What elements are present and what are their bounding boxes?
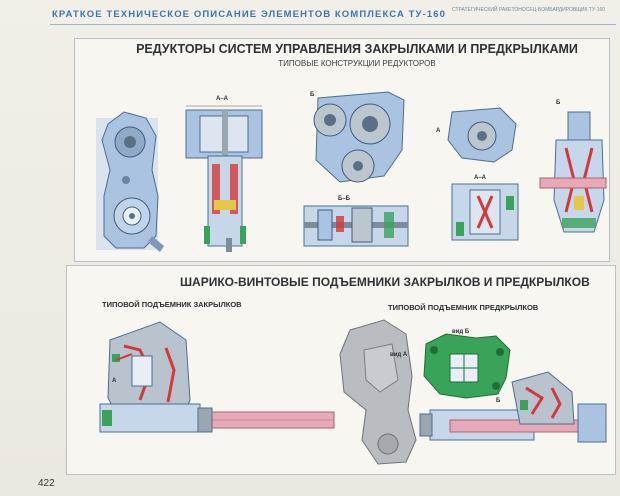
slat-lift-label: ТИПОВОЙ ПОДЪЕМНИК ПРЕДКРЫЛКОВ <box>388 303 539 312</box>
gearbox-drawing-4 <box>447 107 519 241</box>
section-mark-b-2: Б <box>556 100 561 106</box>
gearbox-drawing-5 <box>539 111 607 233</box>
book-header-title: КРАТКОЕ ТЕХНИЧЕСКОЕ ОПИСАНИЕ ЭЛЕМЕНТОВ К… <box>52 9 446 20</box>
gearbox-drawing-3 <box>303 91 409 247</box>
gearbox-drawing-2 <box>185 105 263 252</box>
view-b-label: вид Б <box>452 329 470 335</box>
ballscrew-section-title: ШАРИКО-ВИНТОВЫЕ ПОДЪЕМНИКИ ЗАКРЫЛКОВ И П… <box>180 275 590 289</box>
page-number: 422 <box>38 478 55 489</box>
section-mark-bb: Б–Б <box>338 196 350 202</box>
gearbox-section-title: РЕДУКТОРЫ СИСТЕМ УПРАВЛЕНИЯ ЗАКРЫЛКАМИ И… <box>136 42 578 56</box>
gearbox-section-subtitle: ТИПОВЫЕ КОНСТРУКЦИИ РЕДУКТОРОВ <box>278 59 436 68</box>
section-mark-a-1: А <box>436 128 441 134</box>
slat-lift-housing-drawing <box>339 319 417 465</box>
slat-lift-section-drawing <box>419 371 607 443</box>
mark-b-label: Б <box>496 398 501 404</box>
section-mark-aa-2: А–А <box>474 175 487 181</box>
book-header-right: СТРАТЕГИЧЕСКИЙ РАКЕТОНОСЕЦ-БОМБАРДИРОВЩИ… <box>452 7 606 13</box>
view-a-label: вид А <box>390 352 408 358</box>
mark-a-label: А <box>112 378 117 384</box>
header-rule <box>50 24 616 25</box>
gearbox-drawing-1 <box>96 111 164 252</box>
section-mark-aa-1: А–А <box>216 96 229 102</box>
flap-lift-label: ТИПОВОЙ ПОДЪЕМНИК ЗАКРЫЛКОВ <box>102 300 242 309</box>
slat-lift-green-drawing <box>423 333 511 399</box>
flap-lift-drawing <box>99 321 335 433</box>
section-mark-b-1: Б <box>310 92 315 98</box>
